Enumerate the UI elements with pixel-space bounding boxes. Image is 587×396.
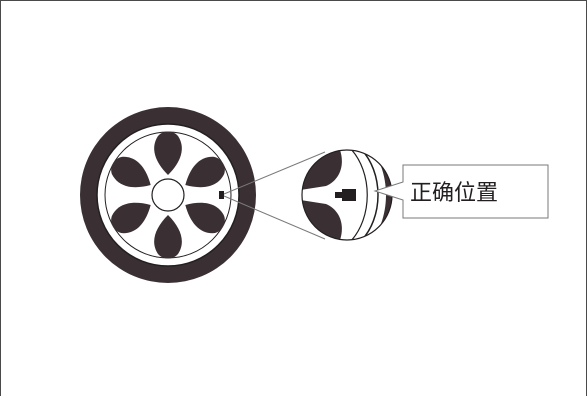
spoke — [185, 202, 225, 234]
zoom-valve-stem-icon — [342, 189, 356, 201]
spoke — [154, 131, 182, 175]
spoke — [111, 156, 151, 188]
wheel — [80, 107, 256, 283]
spoke — [111, 202, 151, 234]
callout-label: 正确位置 — [410, 181, 498, 206]
zoom-valve-cap — [335, 192, 343, 198]
zoom-rim-line-inner — [349, 150, 368, 240]
callout-box — [373, 164, 549, 219]
zoom-circle-icon — [301, 149, 393, 241]
zoom-line-bottom — [223, 195, 326, 240]
zoom-rim-line-outer — [359, 150, 379, 240]
spoke — [185, 156, 225, 188]
valve-stem-icon — [219, 191, 224, 199]
callout: 正确位置 — [373, 164, 549, 219]
spokes — [111, 131, 225, 259]
spoke — [154, 215, 182, 259]
zoom-line-top — [223, 151, 326, 195]
hub — [151, 178, 185, 212]
zoom-lines — [223, 151, 326, 240]
